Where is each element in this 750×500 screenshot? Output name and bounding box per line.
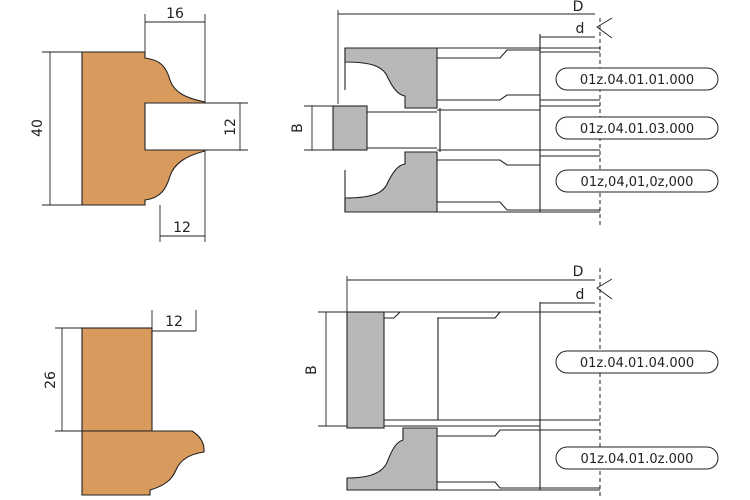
code-pill-bg: [555, 116, 719, 140]
angle-marker: [596, 278, 613, 300]
code-pill-bg: [555, 350, 719, 374]
knife-lower: [344, 151, 438, 213]
knife-middle: [332, 105, 368, 151]
code-pill: 01z.04.01.01.000: [555, 67, 719, 91]
profile-bottom-wood-upper: [81, 327, 153, 432]
profile-bottom-wood-lower: [81, 430, 205, 496]
label-B: B: [304, 365, 320, 375]
knife-plain: [346, 311, 385, 429]
code-pill-bg: [555, 67, 719, 91]
label-d: d: [576, 287, 585, 303]
code-pill-bg: [555, 446, 719, 470]
label-B: B: [290, 123, 306, 133]
code-pill: 01z.04.01.04.000: [555, 350, 719, 374]
cutter-top: D d B 01z.04.01.01.000 01z.04.01.03.000 …: [290, 0, 719, 225]
cutter-top-stack: [539, 34, 600, 212]
dim-width-16: 16: [166, 6, 184, 22]
knife-upper: [344, 47, 438, 109]
cutter-bottom-body: [347, 311, 600, 491]
code-label: 01z,04,01,0z,000: [581, 175, 694, 190]
code-label: 01z.04.01.01.000: [580, 73, 694, 88]
code-pill-bg: [555, 169, 719, 193]
angle-marker: [596, 17, 613, 39]
profile-bottom: 26 12: [43, 310, 205, 496]
cutter-top-body: [367, 49, 540, 211]
dim-bottom-12: 12: [173, 220, 191, 236]
profile-top: 16 40 12 12: [30, 6, 248, 242]
code-label: 01z.04.01.0z.000: [581, 452, 694, 467]
dim-height-40: 40: [30, 119, 46, 137]
knife-profile: [346, 427, 438, 491]
label-d: d: [576, 21, 585, 37]
cutter-bottom-stack: [539, 302, 600, 490]
code-pill: 01z,04,01,0z,000: [555, 169, 719, 193]
dim-width-12: 12: [165, 314, 183, 330]
dim-groove-12: 12: [223, 118, 239, 136]
code-label: 01z.04.01.03.000: [580, 122, 694, 137]
dim-height-26: 26: [43, 371, 59, 389]
cutter-bottom: D d B 01z.04.01.04.000 01z.04.01.0z.000: [304, 264, 719, 496]
code-pill: 01z.04.01.0z.000: [555, 446, 719, 470]
label-D: D: [573, 0, 584, 15]
cutter-top-outline: [344, 47, 600, 213]
label-D: D: [573, 264, 584, 280]
code-label: 01z.04.01.04.000: [580, 356, 694, 371]
profile-top-wood: [81, 51, 206, 206]
code-pill: 01z.04.01.03.000: [555, 116, 719, 140]
